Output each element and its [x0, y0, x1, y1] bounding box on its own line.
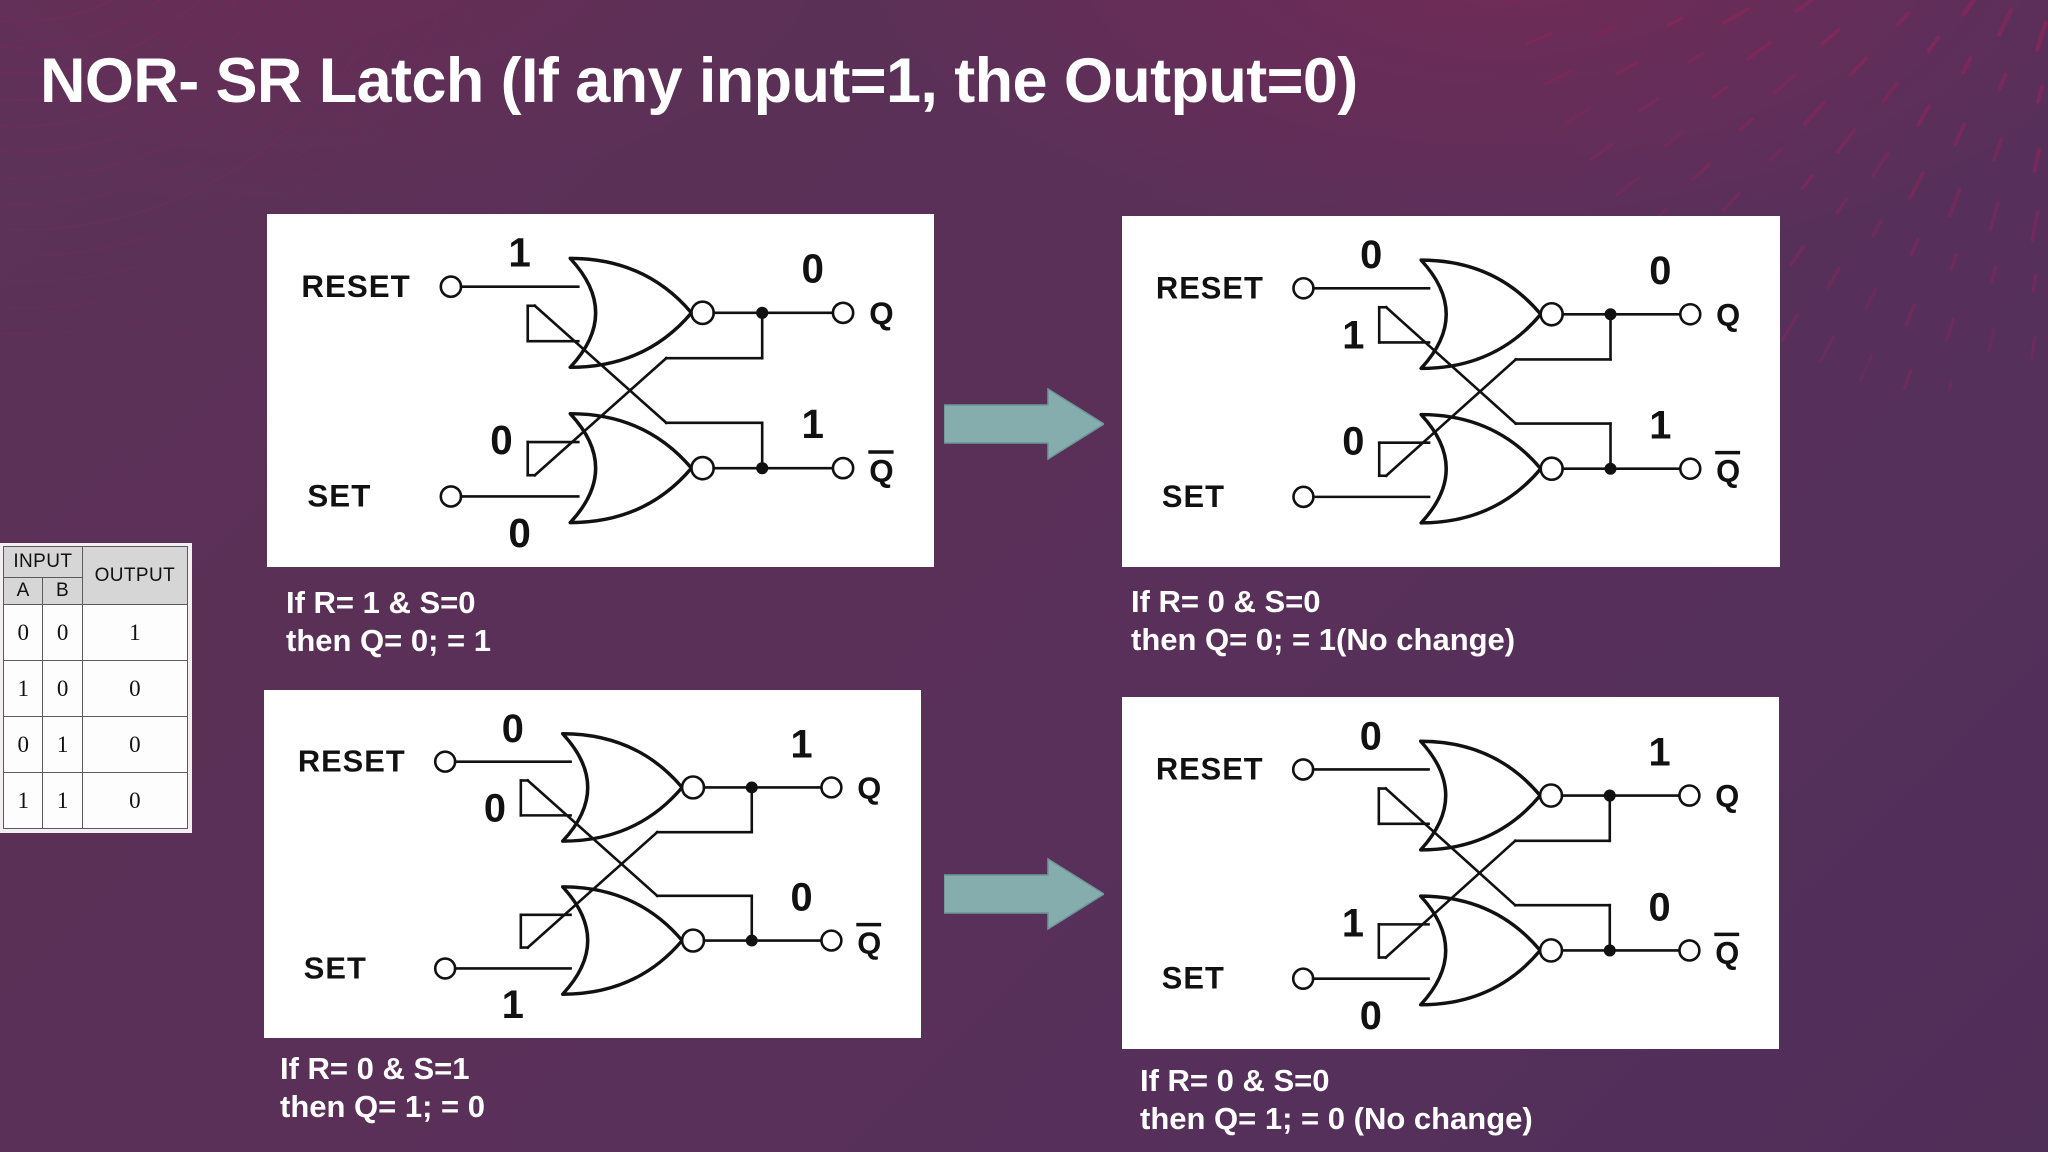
caption-line-1: If R= 0 & S=0 [1140, 1063, 1330, 1098]
page-title: NOR- SR Latch (If any input=1, the Outpu… [40, 46, 1358, 116]
svg-text:0: 0 [1342, 420, 1364, 464]
caption-line-2: then Q= 0; = 1(No change) [1131, 621, 1516, 657]
svg-text:1: 1 [790, 723, 812, 767]
cell-b: 0 [42, 604, 83, 661]
cell-out: 0 [81, 772, 189, 829]
caption-line-1: If R= 1 & S=0 [286, 585, 476, 620]
nor-truth-table: INPUT OUTPUT A B 0 0 1 1 0 0 [0, 543, 192, 833]
sr-latch-diagram-bottom-right: RESET SET Q Q 0 1 1 0 0 [1122, 697, 1779, 1049]
svg-text:Q: Q [1716, 454, 1741, 489]
caption-bottom-right: If R= 0 & S=0 then Q= 1; = 0 (No change) [1140, 1062, 1533, 1138]
cell-b: 0 [42, 660, 83, 717]
svg-text:SET: SET [304, 950, 367, 985]
cell-a: 0 [2, 604, 44, 661]
cell-out: 0 [81, 660, 189, 717]
caption-line-2: then Q= 1; = 0 (No change) [1140, 1100, 1533, 1136]
svg-text:Q: Q [857, 770, 882, 805]
truth-table: INPUT OUTPUT A B 0 0 1 1 0 0 [2, 546, 189, 829]
table-row: 0 0 1 [2, 604, 189, 661]
table-row: 1 0 0 [2, 660, 189, 717]
arrow-right-icon-top [944, 387, 1104, 461]
caption-line-2: then Q= 0; = 1 [286, 622, 492, 658]
svg-text:0: 0 [502, 707, 524, 751]
cell-out: 1 [81, 604, 189, 661]
svg-text:RESET: RESET [298, 744, 406, 779]
sr-latch-diagram-top-left: RESET SET Q Q 1 0 0 0 1 [267, 214, 934, 567]
svg-text:0: 0 [508, 510, 530, 556]
svg-text:1: 1 [1649, 404, 1671, 448]
svg-text:Q: Q [869, 296, 894, 331]
caption-top-right: If R= 0 & S=0 then Q= 0; = 1(No change) [1131, 583, 1515, 659]
cell-a: 1 [2, 772, 44, 829]
truth-table-header-a: A [2, 577, 44, 605]
caption-top-left: If R= 1 & S=0 then Q= 0; = 1 [286, 584, 491, 660]
arrow-right-icon-bottom [944, 857, 1104, 931]
svg-text:SET: SET [1162, 961, 1225, 996]
table-row: 1 1 0 [2, 772, 189, 829]
svg-text:RESET: RESET [1156, 751, 1264, 786]
cell-b: 1 [42, 716, 83, 773]
cell-a: 0 [2, 716, 44, 773]
caption-line-1: If R= 0 & S=1 [280, 1051, 470, 1086]
svg-text:0: 0 [1649, 249, 1671, 293]
svg-text:1: 1 [1342, 313, 1364, 357]
sr-latch-diagram-bottom-left: RESET SET Q Q 0 0 1 1 0 [264, 690, 921, 1038]
caption-line-1: If R= 0 & S=0 [1131, 584, 1321, 619]
svg-text:0: 0 [1360, 233, 1382, 277]
svg-text:1: 1 [502, 983, 524, 1027]
svg-text:0: 0 [490, 417, 512, 463]
svg-text:Q: Q [869, 453, 894, 488]
svg-text:Q: Q [1715, 935, 1740, 970]
svg-text:0: 0 [801, 246, 823, 292]
cell-out: 0 [81, 716, 189, 773]
svg-text:RESET: RESET [1156, 270, 1264, 305]
svg-text:1: 1 [1648, 730, 1670, 774]
svg-text:SET: SET [307, 479, 371, 514]
truth-table-header-input: INPUT [3, 546, 83, 578]
sr-latch-diagram-top-right: RESET SET Q Q 0 1 0 0 1 [1122, 216, 1780, 567]
svg-text:0: 0 [1648, 885, 1670, 929]
svg-text:0: 0 [484, 786, 506, 830]
cell-b: 1 [42, 772, 83, 829]
svg-text:1: 1 [508, 230, 530, 276]
svg-text:SET: SET [1162, 479, 1225, 514]
truth-table-header-output: OUTPUT [81, 546, 189, 605]
svg-text:0: 0 [1360, 714, 1382, 758]
svg-text:Q: Q [1716, 297, 1741, 332]
caption-line-2: then Q= 1; = 0 [280, 1088, 486, 1124]
svg-text:0: 0 [1360, 994, 1382, 1038]
svg-text:Q: Q [1715, 778, 1740, 813]
cell-a: 1 [2, 660, 44, 717]
svg-text:0: 0 [790, 876, 812, 920]
caption-bottom-left: If R= 0 & S=1 then Q= 1; = 0 [280, 1050, 485, 1126]
svg-text:RESET: RESET [301, 269, 410, 304]
svg-text:Q: Q [857, 926, 882, 961]
table-row: 0 1 0 [2, 716, 189, 773]
svg-text:1: 1 [801, 401, 823, 447]
svg-text:1: 1 [1342, 901, 1364, 945]
truth-table-header-b: B [42, 577, 83, 605]
